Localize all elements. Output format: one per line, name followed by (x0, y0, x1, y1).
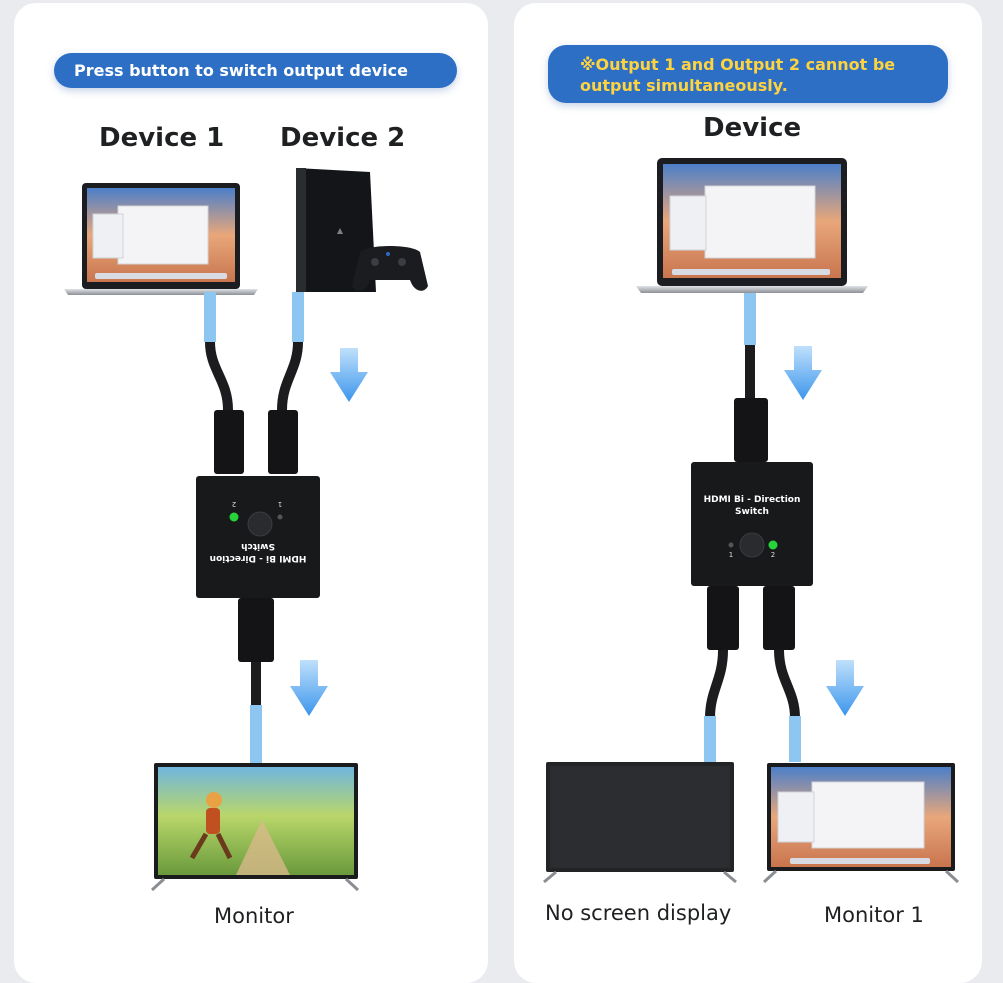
monitor-label: Monitor (214, 904, 294, 928)
left-arrow-top (330, 348, 368, 402)
right-input-cable (734, 293, 768, 462)
no-screen-monitor (543, 762, 737, 884)
right-arrow-bottom (826, 660, 864, 716)
left-switch: 2 1 HDMI Bi - Direction Switch (196, 476, 320, 598)
right-output-cables (704, 586, 801, 762)
laptop-device1 (64, 183, 258, 295)
right-switch-text-1: HDMI Bi - Direction (704, 495, 801, 505)
right-arrow-top (784, 346, 822, 400)
left-port-1: 1 (278, 500, 282, 508)
left-banner (54, 53, 457, 88)
monitor-1 (762, 763, 960, 884)
left-switch-text-2: Switch (241, 541, 275, 551)
left-port-2: 2 (232, 500, 236, 508)
left-input-cables (204, 292, 304, 474)
diagram-graphics: 2 1 HDMI Bi - Direction Switch (64, 158, 960, 892)
device1-label: Device 1 (99, 123, 225, 153)
no-screen-label: No screen display (545, 901, 732, 925)
monitor1-label: Monitor 1 (824, 903, 924, 927)
console-device2 (296, 168, 428, 292)
device-label: Device (703, 113, 802, 143)
left-monitor (150, 763, 360, 892)
left-arrow-bottom (290, 660, 328, 716)
laptop-device (636, 158, 868, 293)
right-banner-text: ※Output 1 and Output 2 cannot be output … (580, 55, 896, 95)
right-banner (548, 45, 948, 103)
right-switch-text-2: Switch (735, 507, 769, 517)
right-port-2: 2 (771, 551, 775, 559)
left-switch-text-1: HDMI Bi - Direction (210, 553, 307, 563)
left-output-cable (238, 598, 274, 763)
right-switch: HDMI Bi - Direction Switch 1 2 (691, 462, 813, 586)
device2-label: Device 2 (280, 123, 406, 153)
right-port-1: 1 (729, 551, 733, 559)
left-banner-text: Press button to switch output device (74, 61, 408, 80)
